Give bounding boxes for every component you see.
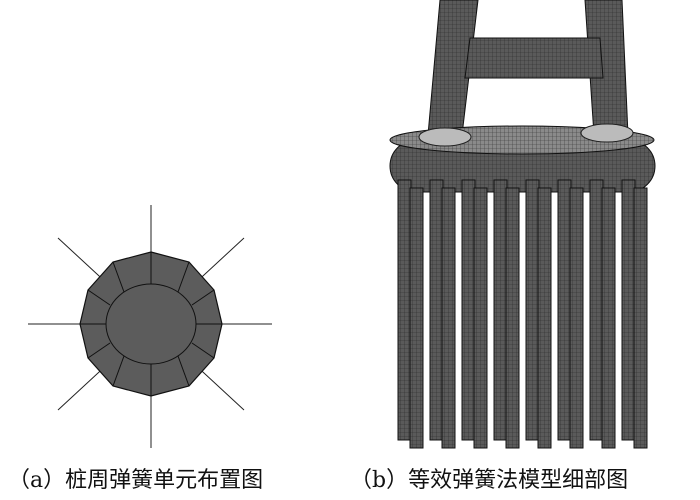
caption-b: （b）等效弹簧法模型细部图 bbox=[350, 468, 629, 493]
pile bbox=[589, 179, 604, 441]
pile-cap bbox=[389, 123, 656, 193]
pile bbox=[505, 187, 520, 449]
pile bbox=[493, 179, 508, 441]
pile bbox=[537, 187, 552, 449]
pile bbox=[601, 187, 616, 449]
pile bbox=[409, 187, 424, 449]
tower-legs bbox=[427, 0, 629, 136]
pile bbox=[473, 187, 488, 449]
pile bbox=[621, 179, 636, 441]
equivalent-spring-model-diagram bbox=[389, 0, 656, 449]
pile bbox=[429, 179, 444, 441]
caption-a: （a）桩周弹簧单元布置图 bbox=[8, 468, 264, 493]
pile bbox=[525, 179, 540, 441]
pile bbox=[441, 187, 456, 449]
pile-spring-layout-diagram bbox=[28, 205, 272, 448]
pile bbox=[397, 179, 412, 441]
pile bbox=[557, 179, 572, 441]
pile bbox=[461, 179, 476, 441]
pile bbox=[633, 187, 648, 449]
piles bbox=[397, 179, 648, 449]
pile bbox=[569, 187, 584, 449]
